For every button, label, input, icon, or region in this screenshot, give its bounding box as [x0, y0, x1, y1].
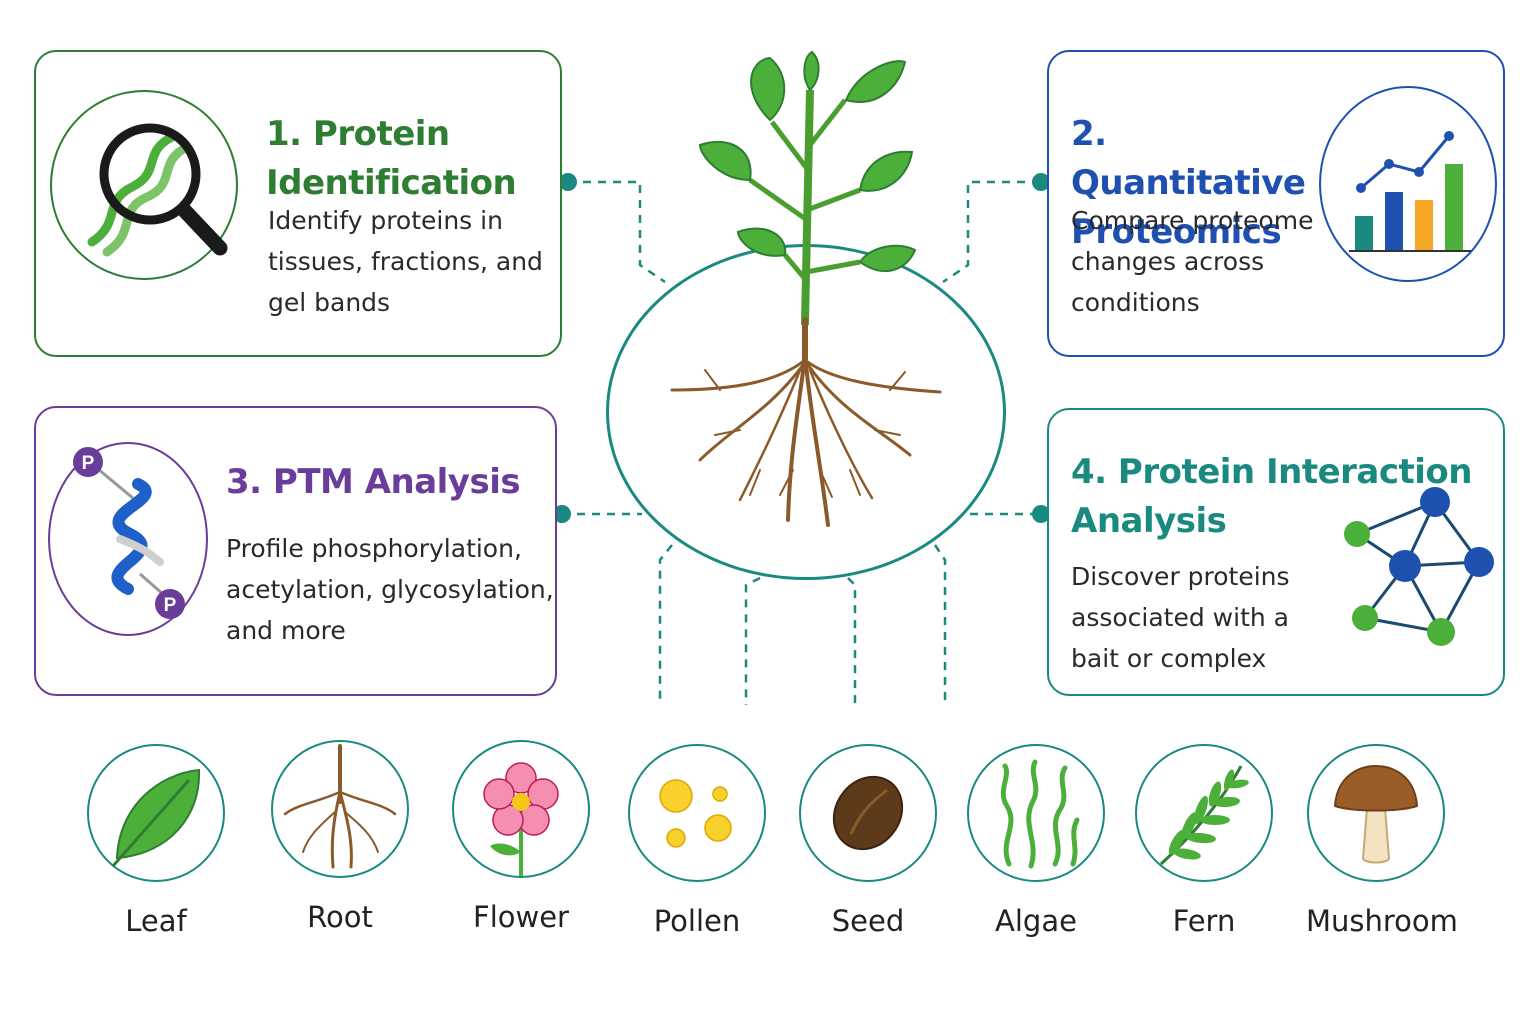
- source-fern: Fern: [1134, 744, 1274, 938]
- card-title: 2. Quantitative Proteomics: [1071, 114, 1306, 252]
- source-algae: Algae: [966, 744, 1106, 938]
- bar-chart-icon: [1319, 86, 1497, 282]
- card-ptm-analysis: P P 3. PTM Analysis Profile phosphorylat…: [34, 406, 557, 696]
- card-protein-interaction: 4. Protein Interaction Analysis Discover…: [1047, 408, 1505, 696]
- card-description: Profile phosphorylation, acetylation, gl…: [226, 534, 554, 645]
- source-seed: Seed: [798, 744, 938, 938]
- connector-dot-ptm: [553, 505, 571, 523]
- plant-with-roots-icon: [670, 50, 942, 527]
- connector-quantitative: [942, 180, 1040, 284]
- pollen-icon: [628, 744, 766, 882]
- seed-icon: [799, 744, 937, 882]
- phospho-helix-icon: P P: [48, 442, 208, 636]
- flower-icon: [452, 740, 590, 878]
- card-description: Compare proteome changes across conditio…: [1071, 206, 1314, 317]
- mushroom-icon: [1307, 744, 1445, 882]
- source-flower: Flower: [451, 740, 591, 934]
- source-label: Pollen: [653, 904, 741, 938]
- source-label: Seed: [831, 904, 905, 938]
- connector-source-3: [847, 577, 857, 705]
- connector-dot-quantitative: [1032, 173, 1050, 191]
- phospho-badge-label: P: [164, 595, 177, 616]
- card-title: 3. PTM Analysis: [226, 462, 521, 502]
- algae-icon: [967, 744, 1105, 882]
- connector-source-4: [933, 544, 947, 705]
- source-label: Fern: [1172, 904, 1236, 938]
- fern-icon: [1135, 744, 1273, 882]
- source-mushroom: Mushroom: [1306, 744, 1458, 938]
- magnifier-helix-icon: [50, 90, 238, 280]
- source-label: Root: [307, 900, 373, 934]
- card-title: 4. Protein Interaction Analysis: [1071, 452, 1472, 541]
- connector-dot-identification: [559, 173, 577, 191]
- card-description: Identify proteins in tissues, fractions,…: [268, 206, 543, 317]
- connector-source-1: [658, 544, 673, 705]
- network-icon: [1344, 487, 1494, 646]
- root-icon: [271, 740, 409, 878]
- source-leaf: Leaf: [86, 744, 226, 938]
- source-label: Algae: [995, 904, 1077, 938]
- phospho-badge-label: P: [82, 453, 95, 474]
- card-title: 1. Protein Identification: [266, 114, 517, 203]
- connector-dot-interaction: [1032, 505, 1050, 523]
- connector-identification: [568, 180, 666, 284]
- card-protein-identification: 1. Protein Identification Identify prote…: [34, 50, 562, 357]
- phospho-badge: [155, 589, 185, 619]
- source-label: Leaf: [125, 904, 187, 938]
- card-quantitative-proteomics: 2. Quantitative Proteomics Compare prote…: [1047, 50, 1505, 357]
- source-label: Mushroom: [1306, 904, 1458, 938]
- leaf-icon: [87, 744, 225, 882]
- source-pollen: Pollen: [627, 744, 767, 938]
- connector-source-2: [744, 576, 761, 705]
- source-root: Root: [270, 740, 410, 934]
- phospho-badge: [73, 447, 103, 477]
- source-label: Flower: [473, 900, 569, 934]
- card-description: Discover proteins associated with a bait…: [1071, 562, 1290, 673]
